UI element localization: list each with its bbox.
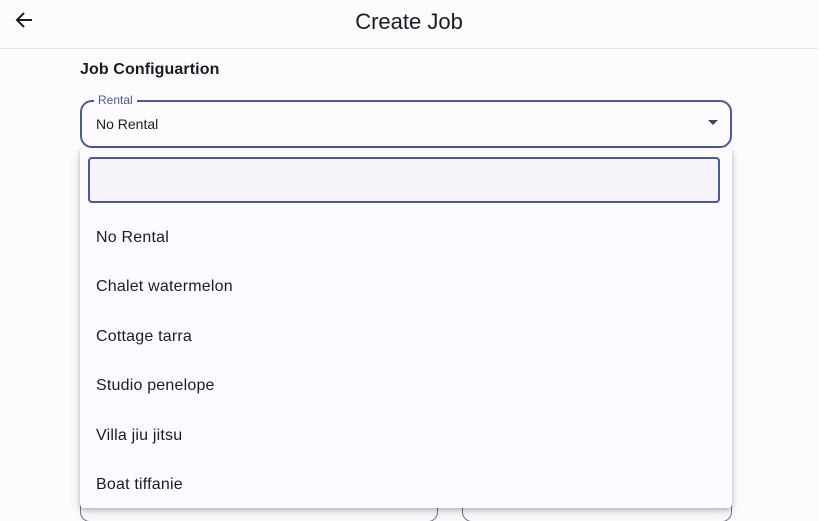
rental-options-list: No Rental Chalet watermelon Cottage tarr…	[80, 213, 732, 508]
rental-option-chalet-watermelon[interactable]: Chalet watermelon	[96, 278, 233, 296]
app-bar: Create Job	[0, 0, 818, 49]
rental-search-input[interactable]	[88, 157, 720, 203]
caret-down-icon[interactable]	[708, 120, 718, 125]
rental-option-studio-penelope[interactable]: Studio penelope	[96, 377, 215, 395]
rental-dropdown-menu: No Rental Chalet watermelon Cottage tarr…	[80, 148, 732, 508]
rental-dropdown[interactable]: Rental No Rental	[80, 93, 732, 148]
rental-option-cottage-tarra[interactable]: Cottage tarra	[96, 327, 192, 345]
rental-option-no-rental[interactable]: No Rental	[96, 228, 169, 246]
window-edge	[818, 0, 828, 521]
arrow-left-icon	[14, 10, 34, 35]
rental-selected-value: No Rental	[96, 116, 159, 132]
section-title: Job Configuartion	[80, 61, 220, 78]
rental-option-villa-jiu-jitsu[interactable]: Villa jiu jitsu	[96, 426, 183, 444]
rental-field-label: Rental	[94, 93, 137, 107]
back-button[interactable]	[6, 4, 42, 40]
page-title: Create Job	[355, 9, 463, 34]
rental-option-boat-tiffanie[interactable]: Boat tiffanie	[96, 476, 183, 494]
